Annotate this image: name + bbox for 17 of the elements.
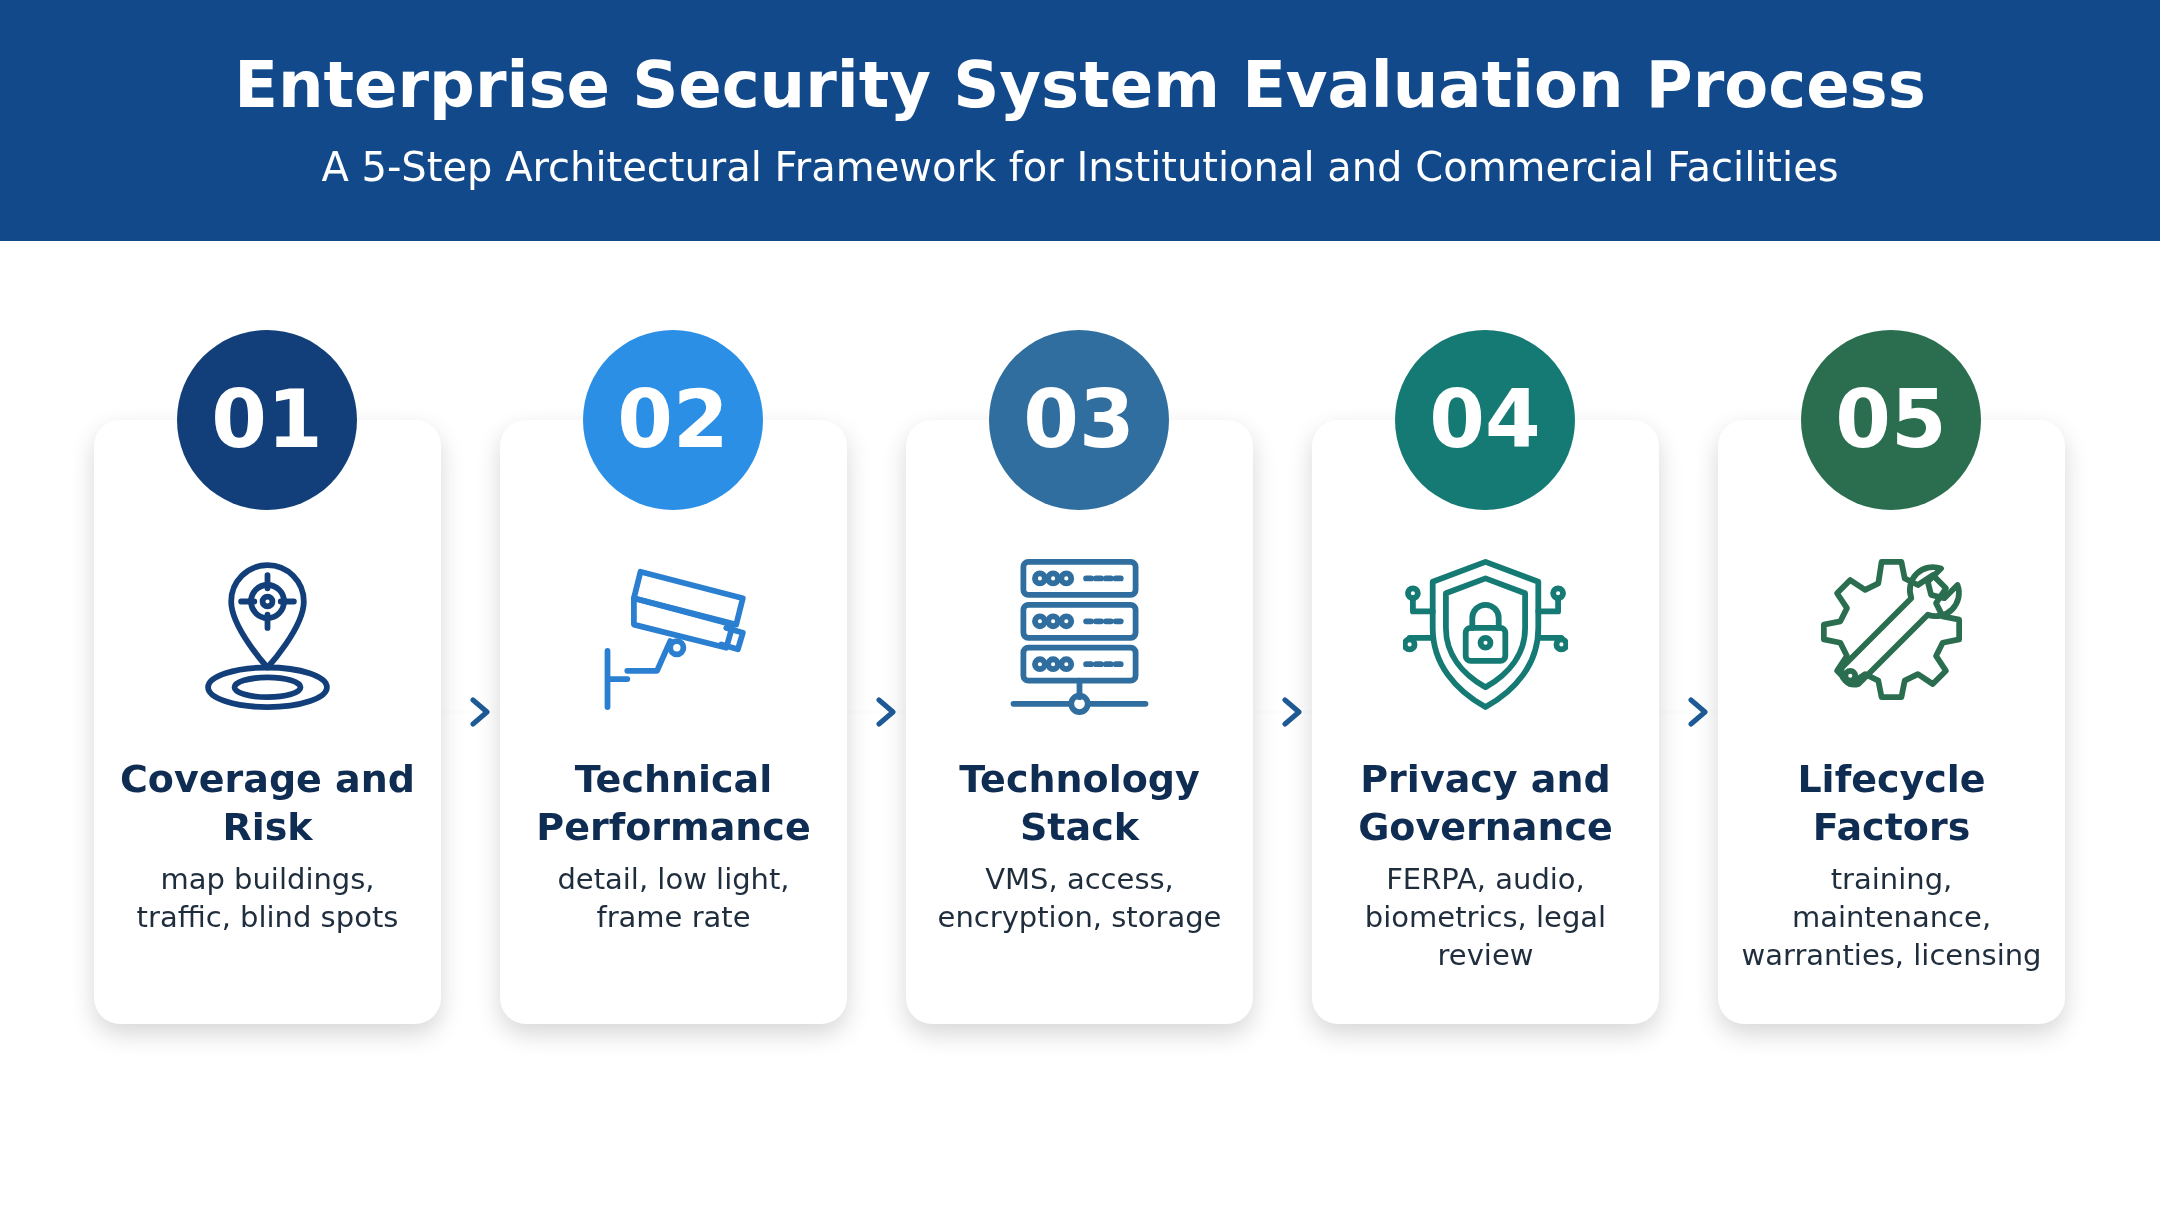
step-number-badge: 02	[583, 330, 763, 510]
step-description: map buildings, traffic, blind spots	[135, 861, 400, 936]
step-title: Coverage and Risk	[119, 756, 416, 851]
step-title: Lifecycle Factors	[1796, 756, 1987, 851]
step-number-badge: 03	[989, 330, 1169, 510]
subtitle: A 5-Step Architectural Framework for Institutional and Commercial Facilities	[320, 144, 1840, 190]
step-number-badge: 01	[177, 330, 357, 510]
step-description: FERPA, audio, biometrics, legal review	[1363, 861, 1608, 974]
step-description: detail, low light, frame rate	[556, 861, 791, 936]
step-number-badge: 04	[1395, 330, 1575, 510]
step-description: VMS, access, encryption, storage	[936, 861, 1223, 936]
step-title: Privacy and Governance	[1357, 756, 1614, 851]
title: Enterprise Security System Evaluation Process	[233, 48, 1927, 122]
step-title: Technical Performance	[535, 756, 812, 851]
step-title: Technology Stack	[958, 756, 1201, 851]
step-description: training, maintenance, warranties, licensing	[1740, 861, 2043, 974]
step-number-badge: 05	[1801, 330, 1981, 510]
